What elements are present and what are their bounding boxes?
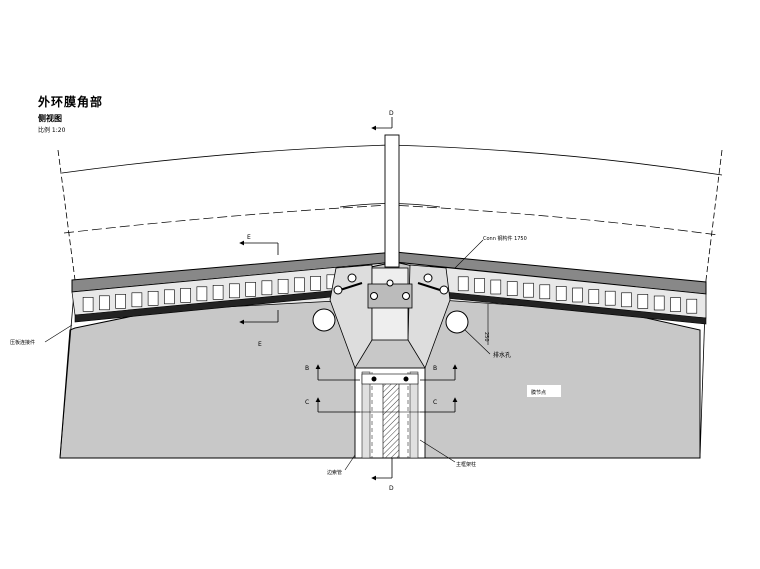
link-left [339, 282, 363, 291]
rib-block [82, 296, 94, 312]
rib-block [212, 284, 224, 300]
right-dim: 250 [483, 332, 489, 342]
mast-post [384, 134, 400, 268]
section-d-bottom: D [389, 485, 394, 492]
ribs-left [82, 274, 338, 312]
rib-block [147, 290, 159, 306]
rib-block [621, 292, 632, 308]
bottom-left-leader [344, 454, 356, 471]
column-core [382, 379, 400, 459]
box-label-bg [527, 385, 561, 397]
right-callout: 排水孔 [493, 351, 511, 359]
left-side-line [59, 279, 76, 459]
rib-block [604, 290, 616, 306]
bottom-left-callout: 边索管 [327, 469, 342, 476]
rib-block [637, 294, 649, 309]
box-label: 膜节点 [531, 389, 546, 396]
pin-left-2 [333, 285, 343, 295]
rib-block [164, 289, 175, 305]
pin-right [423, 273, 433, 283]
rib-block [686, 298, 698, 314]
cut-e-left-lower: E [258, 341, 262, 348]
drain-hole-right [445, 310, 469, 334]
rib-block [115, 293, 126, 309]
drawing-title: 外环膜角部 [38, 95, 104, 109]
rib-block [229, 283, 240, 299]
column-cap [361, 373, 419, 385]
column-wall-left [361, 371, 371, 459]
rib-block [653, 295, 665, 311]
rib-block [572, 287, 583, 303]
rib-block [99, 295, 110, 311]
rib-block [131, 292, 143, 308]
rib-block [539, 284, 551, 300]
rib-block [245, 281, 256, 297]
bolt-3 [386, 279, 394, 287]
right-edge-line [705, 149, 723, 281]
rib-block [555, 286, 567, 301]
rib-block [457, 276, 469, 292]
bolt-2 [402, 292, 410, 300]
rib-block [294, 277, 305, 293]
left-leader [44, 324, 73, 343]
left-callout: 压板连接件 [10, 339, 35, 346]
cut-c-left: C [305, 399, 309, 406]
top-leader [454, 239, 484, 269]
rib-block [670, 297, 681, 312]
cut-b-left: B [305, 365, 309, 372]
rib-block [310, 275, 321, 291]
rib-block [506, 281, 518, 296]
link-right [417, 282, 441, 291]
rib-block [490, 279, 502, 295]
drawing-subtitle: 侧视图 [38, 114, 62, 123]
section-d-top: D [389, 110, 394, 117]
rib-block [277, 278, 289, 294]
ribs-right [457, 276, 698, 314]
bottom-right-leader [419, 439, 456, 463]
drawing-scale: 比例 1:20 [38, 127, 66, 134]
rib-block [196, 286, 208, 302]
bottom-right-callout: 主框架柱 [456, 461, 476, 468]
rib-block [523, 282, 534, 298]
column-wall-right [409, 371, 419, 459]
bolt-1 [370, 292, 378, 300]
rib-block [261, 280, 273, 296]
rib-block [588, 289, 600, 304]
pin-left [347, 273, 357, 283]
cut-c-right: C [433, 399, 437, 406]
top-callout: Conn 钢构件 1750 [483, 235, 527, 242]
cut-b-right: B [433, 365, 437, 372]
left-edge-line [57, 149, 76, 281]
rib-block [180, 287, 191, 303]
pin-right-2 [439, 285, 449, 295]
rib-block [474, 278, 485, 293]
right-leader [464, 329, 491, 355]
drain-hole-left [312, 308, 336, 332]
cut-e-left-upper: E [247, 234, 251, 241]
